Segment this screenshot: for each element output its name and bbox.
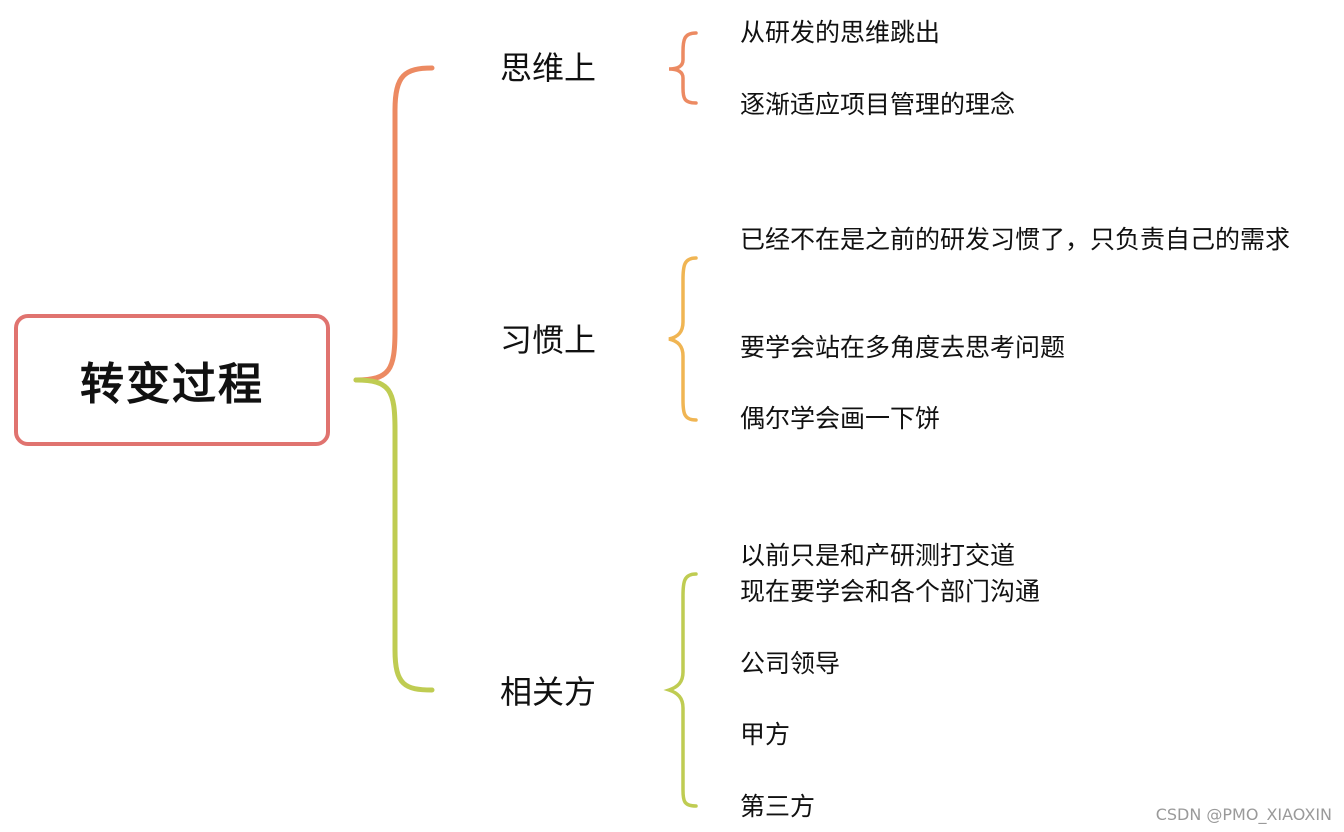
- leaf-xiangguanfang-3: 公司领导: [740, 649, 841, 678]
- brace-xiangguanfang: [663, 572, 698, 808]
- root-node: 转变过程: [14, 314, 330, 446]
- leaf-siwei-2: 逐渐适应项目管理的理念: [740, 90, 1016, 119]
- brace-xiguan: [668, 256, 698, 422]
- branch-siwei-label: 思维上: [500, 49, 597, 87]
- leaf-xiangguanfang-4: 甲方: [740, 720, 791, 749]
- branch-xiguan-label: 习惯上: [500, 321, 597, 359]
- watermark: CSDN @PMO_XIAOXIN: [1155, 805, 1332, 824]
- branch-xiangguanfang-label: 相关方: [500, 673, 597, 711]
- leaf-xiangguanfang-2: 现在要学会和各个部门沟通: [740, 577, 1041, 606]
- connector-root-to-xiangguanfang: [353, 377, 435, 693]
- root-label: 转变过程: [80, 359, 264, 410]
- brace-siwei: [668, 31, 698, 105]
- connector-root-to-siwei: [353, 65, 435, 383]
- leaf-xiguan-1: 已经不在是之前的研发习惯了，只负责自己的需求: [740, 225, 1291, 254]
- leaf-xiangguanfang-5: 第三方: [740, 792, 816, 821]
- leaf-xiguan-2: 要学会站在多角度去思考问题: [740, 333, 1066, 362]
- leaf-xiangguanfang-1: 以前只是和产研测打交道: [740, 541, 1016, 570]
- leaf-xiguan-3: 偶尔学会画一下饼: [740, 404, 941, 433]
- leaf-siwei-1: 从研发的思维跳出: [740, 18, 941, 47]
